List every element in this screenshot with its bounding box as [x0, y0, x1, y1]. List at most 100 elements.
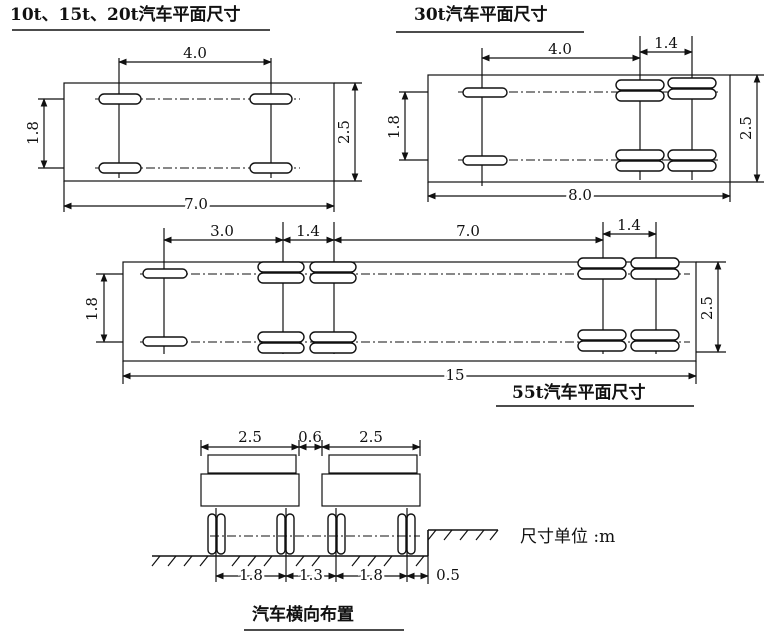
- hatch-line: [475, 529, 485, 541]
- wheel-icon: [630, 340, 680, 352]
- wheel-icon: [309, 331, 357, 343]
- hatch-line: [415, 555, 425, 567]
- lateral-title: 汽车横向布置: [252, 604, 354, 625]
- truck-55t-front-label: 3.0: [210, 222, 234, 240]
- truck-55t-spacing1-label: 1.4: [296, 222, 320, 240]
- wheel-icon: [309, 272, 357, 284]
- hatch-line: [489, 529, 499, 541]
- wheel-icon: [406, 513, 416, 555]
- hatch-line: [351, 555, 361, 567]
- small-truck-plan: 10t、15t、20t汽车平面尺寸 4.0 1.8 2.5 7.0: [10, 4, 362, 216]
- hatch-line: [247, 555, 257, 567]
- hatch-line: [167, 555, 177, 567]
- truck-55t-title: 55t汽车平面尺寸: [512, 382, 646, 403]
- wheel-icon: [667, 149, 717, 161]
- wheel-icon: [667, 160, 717, 172]
- hatch-line: [231, 555, 241, 567]
- wheel-icon: [615, 90, 665, 102]
- lateral-d1-label: 1.8: [239, 566, 263, 584]
- wheel-icon: [257, 272, 305, 284]
- lateral-gap-label: 0.6: [298, 428, 322, 446]
- ground-hatching: [151, 529, 499, 567]
- wheel-icon: [577, 340, 627, 352]
- small-length-label: 7.0: [184, 195, 208, 213]
- lateral-d2-label: 1.3: [299, 566, 323, 584]
- lateral-truck2-label: 2.5: [359, 428, 383, 446]
- lateral-truck2-cab: [328, 454, 418, 474]
- wheel-icon: [216, 513, 226, 555]
- wheel-icon: [309, 261, 357, 273]
- hatch-line: [443, 529, 453, 541]
- wheel-icon: [630, 257, 680, 269]
- wheel-icon: [336, 513, 346, 555]
- wheel-icon: [577, 329, 627, 341]
- hatch-line: [311, 555, 321, 567]
- wheel-icon: [249, 162, 293, 174]
- wheel-icon: [615, 160, 665, 172]
- lateral-arrangement: 2.5 0.6 2.5: [151, 428, 499, 631]
- wheel-icon: [667, 77, 717, 89]
- wheel-icon: [207, 513, 217, 555]
- lateral-truck1-cab: [207, 454, 297, 474]
- truck-30t-length-label: 8.0: [568, 186, 592, 204]
- wheel-icon: [615, 149, 665, 161]
- wheel-icon: [577, 257, 627, 269]
- wheel-icon: [249, 93, 293, 105]
- truck-30t-rear-spacing-label: 1.4: [654, 34, 678, 52]
- small-truck-outline: [63, 82, 335, 182]
- hatch-line: [383, 555, 393, 567]
- truck-30t-wheelbase-label: 4.0: [548, 40, 572, 58]
- truck-55t-spacing2-label: 1.4: [617, 216, 641, 234]
- wheel-icon: [462, 87, 508, 98]
- truck-55t-plan: 3.0 1.4 7.0 1.4 1.8 2.5 15 55t汽车平面尺寸: [83, 216, 726, 407]
- hatch-line: [459, 529, 469, 541]
- lateral-truck1-body: [200, 473, 300, 507]
- truck-55t-length-label: 15: [445, 366, 464, 384]
- truck-30t-title: 30t汽车平面尺寸: [414, 4, 548, 25]
- wheel-icon: [257, 331, 305, 343]
- truck-30t-outline: [427, 74, 731, 183]
- hatch-line: [427, 529, 437, 541]
- wheel-icon: [327, 513, 337, 555]
- wheel-icon: [98, 93, 142, 105]
- truck-55t-outline: [122, 261, 697, 362]
- hatch-line: [295, 555, 305, 567]
- hatch-line: [367, 555, 377, 567]
- wheel-icon: [98, 162, 142, 174]
- wheel-icon: [276, 513, 286, 555]
- lateral-d3-label: 1.8: [359, 566, 383, 584]
- truck-55t-track-label: 1.8: [83, 297, 101, 321]
- lateral-wheels: [207, 513, 416, 555]
- truck-30t-track-label: 1.8: [385, 115, 403, 139]
- wheel-icon: [142, 336, 188, 347]
- small-track-label: 1.8: [24, 121, 42, 145]
- hatch-line: [151, 555, 161, 567]
- wheel-icon: [615, 79, 665, 91]
- wheel-icon: [309, 342, 357, 354]
- small-wheelbase-label: 4.0: [183, 44, 207, 62]
- hatch-line: [199, 555, 209, 567]
- truck-30t-plan: 30t汽车平面尺寸 4.0 1.4 1.8 2.5: [385, 4, 764, 207]
- wheel-icon: [285, 513, 295, 555]
- wheel-icon: [142, 268, 188, 279]
- wheel-icon: [630, 268, 680, 280]
- lateral-truck1-label: 2.5: [238, 428, 262, 446]
- wheel-icon: [462, 155, 508, 166]
- wheel-icon: [397, 513, 407, 555]
- truck-30t-width-label: 2.5: [737, 116, 755, 140]
- wheel-icon: [667, 88, 717, 100]
- small-truck-title: 10t、15t、20t汽车平面尺寸: [10, 4, 241, 25]
- truck-55t-middle-label: 7.0: [456, 222, 480, 240]
- lateral-truck2-body: [321, 473, 421, 507]
- wheel-icon: [577, 268, 627, 280]
- lateral-edge-label: 0.5: [436, 566, 460, 584]
- wheel-icon: [257, 261, 305, 273]
- truck-55t-width-label: 2.5: [698, 296, 716, 320]
- wheel-icon: [257, 342, 305, 354]
- hatch-line: [183, 555, 193, 567]
- hatch-line: [263, 555, 273, 567]
- small-width-label: 2.5: [335, 120, 353, 144]
- wheel-icon: [630, 329, 680, 341]
- unit-note: 尺寸单位 :m: [520, 527, 615, 547]
